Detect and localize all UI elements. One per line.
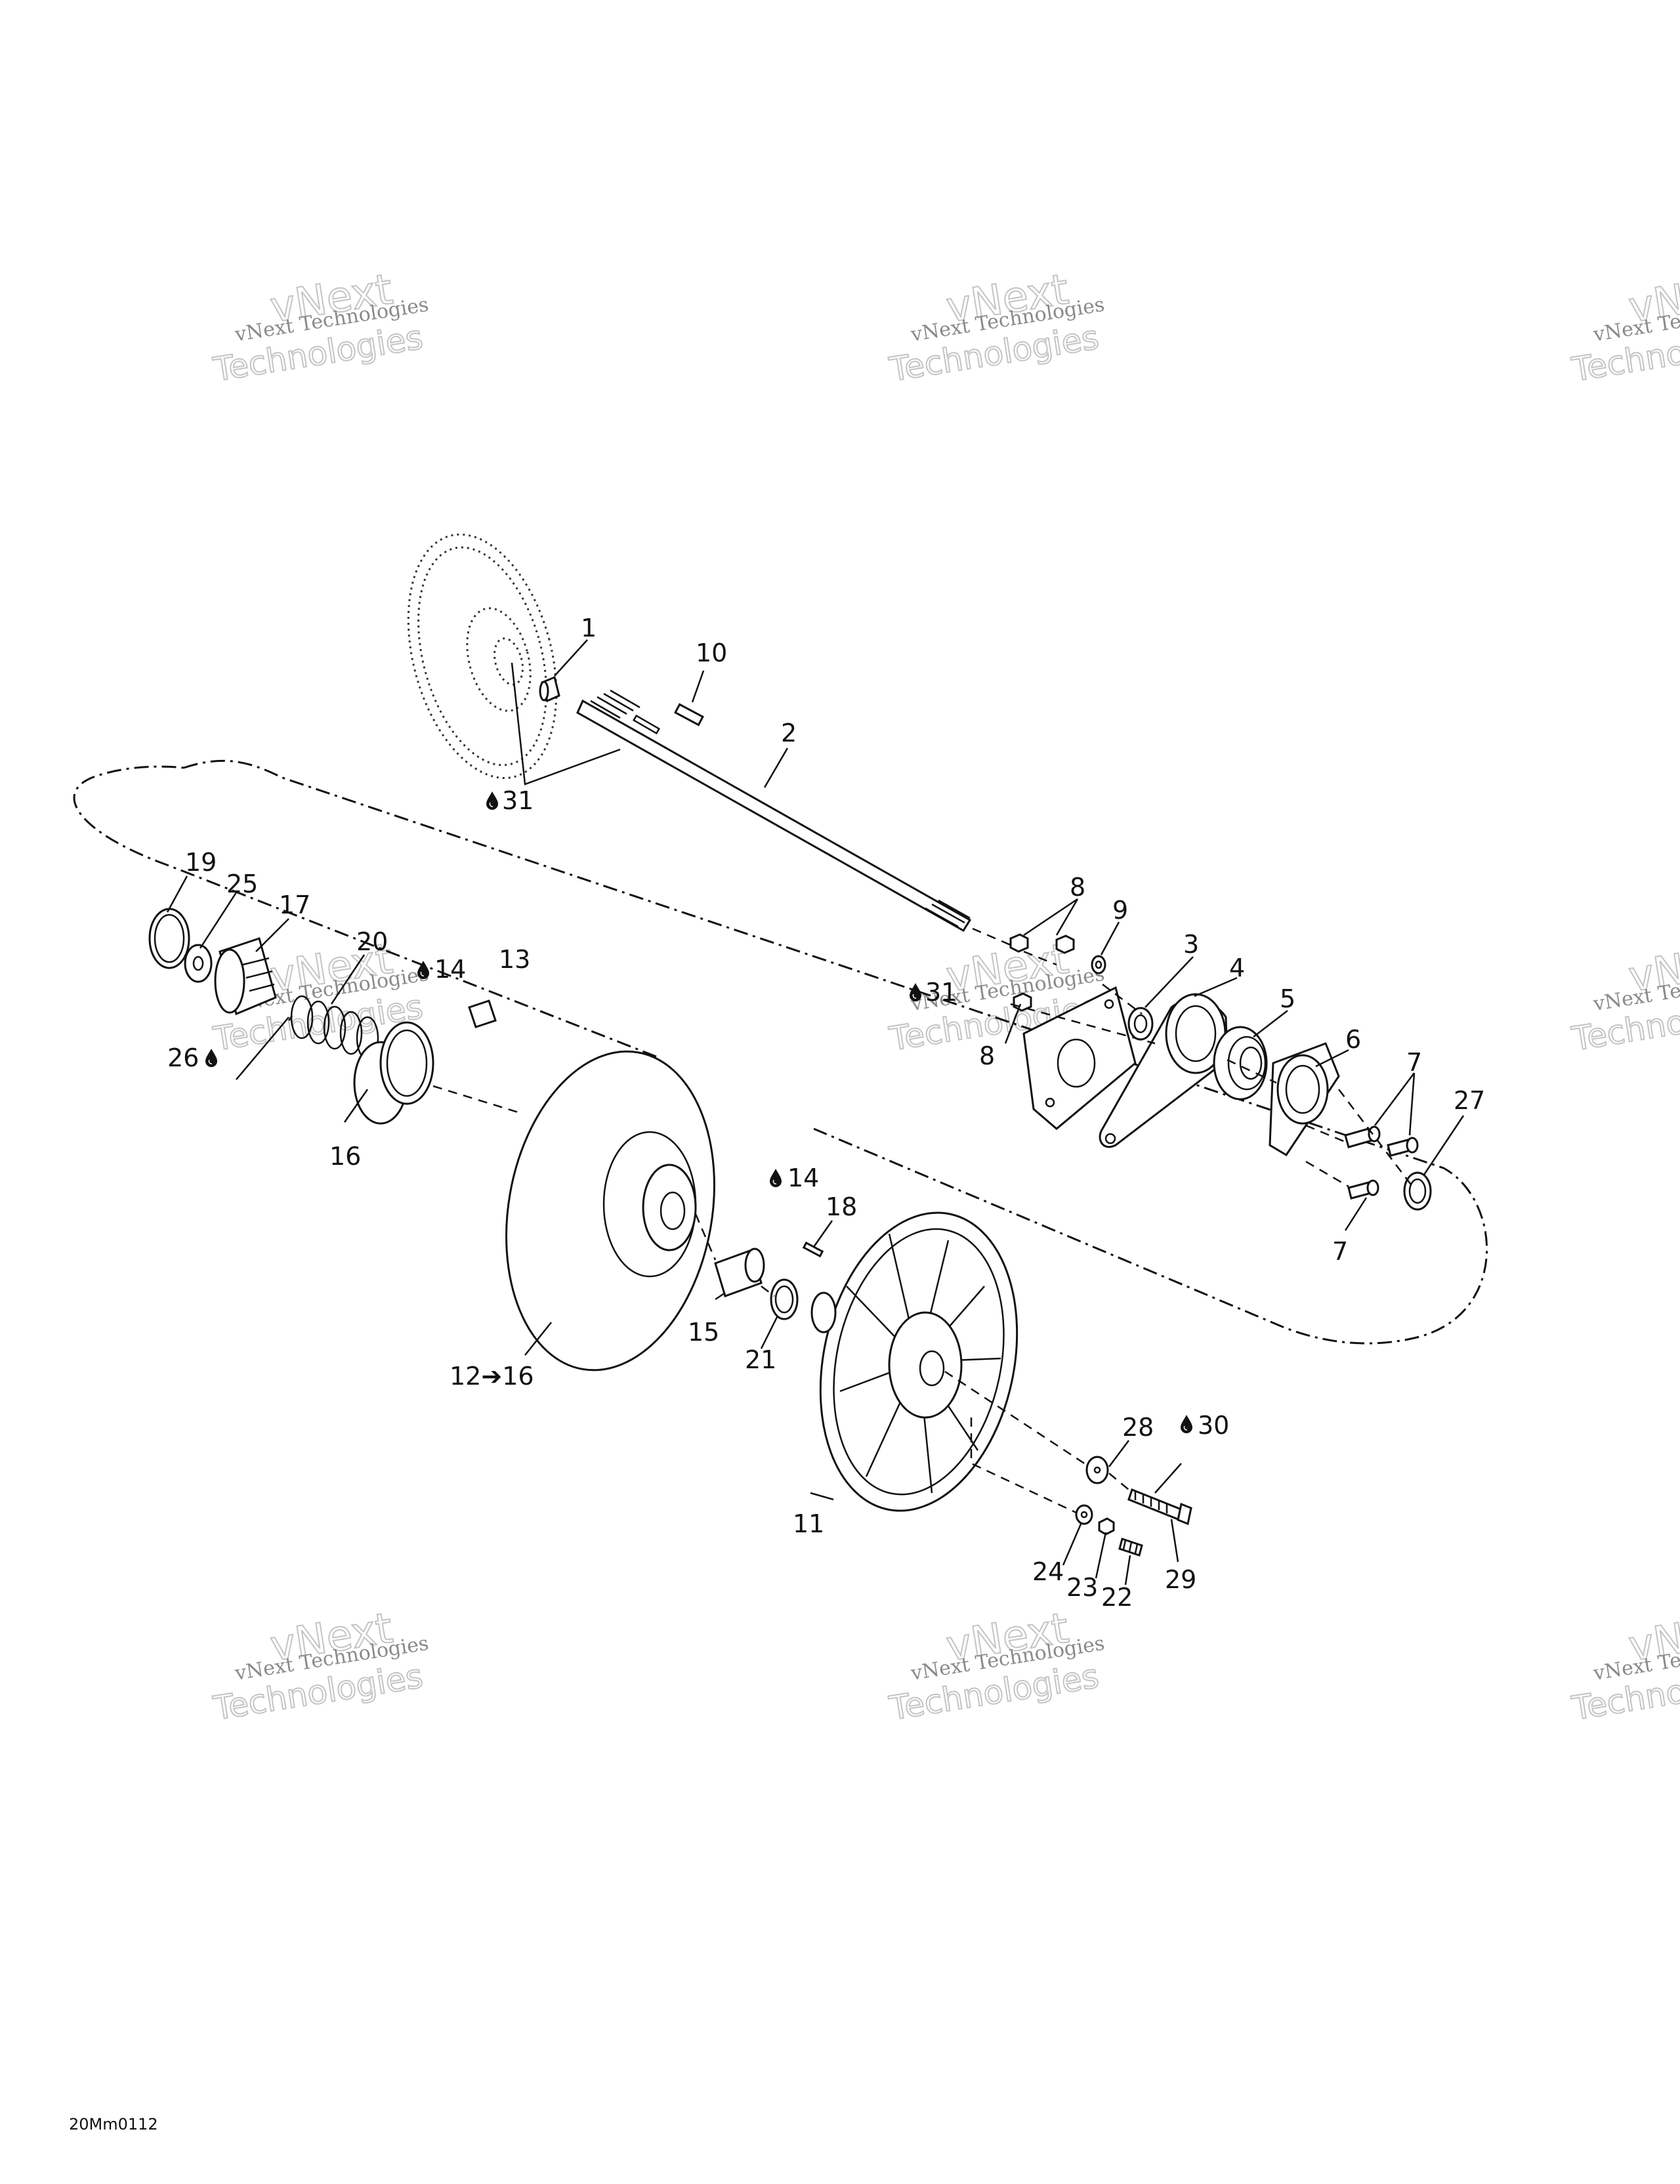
assembly-line-housing bbox=[1227, 1059, 1412, 1188]
cam-part-17 bbox=[214, 937, 277, 1016]
callout-18: 18 bbox=[826, 1192, 857, 1221]
callout-7: 7 bbox=[1332, 1237, 1348, 1266]
callout-13: 13 bbox=[499, 945, 530, 974]
assembly-line-shaft-bracket bbox=[972, 927, 1156, 1045]
callout-27: 27 bbox=[1454, 1086, 1485, 1115]
callout-21: 21 bbox=[745, 1345, 776, 1374]
washer-part-25 bbox=[184, 944, 213, 983]
callout-1: 1 bbox=[581, 614, 597, 642]
callout-22: 22 bbox=[1101, 1583, 1133, 1612]
callout-28: 28 bbox=[1122, 1413, 1154, 1442]
callout-2: 2 bbox=[781, 719, 797, 747]
callout-29: 29 bbox=[1165, 1565, 1196, 1594]
watermark-top-center: vNext vNext Technologies Technologies bbox=[886, 264, 1106, 389]
callout-31: 31 bbox=[502, 786, 534, 815]
callout-17: 17 bbox=[279, 891, 310, 919]
callout-11: 11 bbox=[793, 1509, 824, 1538]
retaining-ring-part-27 bbox=[1403, 1171, 1432, 1211]
bearing-part-5 bbox=[1213, 1026, 1268, 1101]
watermark-mid-right: vNext vNext Technologies Technologies bbox=[1568, 934, 1680, 1059]
washer-part-9 bbox=[1091, 955, 1106, 975]
nut-part-8b bbox=[1055, 934, 1075, 954]
oil-drop-icon bbox=[909, 982, 922, 1002]
assembly-line-bottom bbox=[944, 1370, 1129, 1514]
callout-19: 19 bbox=[185, 848, 217, 877]
gear-outline bbox=[407, 533, 558, 780]
setscrew-part-22 bbox=[1118, 1538, 1143, 1557]
watermark-top-right: vNext vNext Technologies Technologies bbox=[1568, 264, 1680, 389]
screw-part-7b bbox=[1387, 1137, 1419, 1157]
callout-8: 8 bbox=[979, 1041, 995, 1070]
leader-lines bbox=[166, 639, 1465, 1586]
callout-4: 4 bbox=[1229, 954, 1245, 982]
watermark-bottom-center: vNext vNext Technologies Technologies bbox=[886, 1603, 1106, 1728]
callout-12-16: 12➔16 bbox=[450, 1362, 534, 1391]
callout-26: 26 bbox=[167, 1043, 199, 1072]
watermark-bottom-right: vNext vNext Technologies Technologies bbox=[1568, 1603, 1680, 1728]
woodruff-key bbox=[674, 703, 704, 726]
callout-30: 30 bbox=[1198, 1411, 1229, 1440]
bolt-part-29 bbox=[1127, 1488, 1192, 1526]
callout-24: 24 bbox=[1032, 1557, 1064, 1586]
callout-9: 9 bbox=[1112, 896, 1128, 925]
slider-part-13 bbox=[468, 999, 497, 1028]
callout-10: 10 bbox=[696, 639, 727, 667]
callout-20: 20 bbox=[356, 927, 388, 956]
figure-code: 20Mm0112 bbox=[69, 2115, 158, 2133]
callout-5: 5 bbox=[1280, 984, 1295, 1013]
callout-7: 7 bbox=[1406, 1048, 1422, 1077]
callout-25: 25 bbox=[226, 870, 258, 898]
callout-3: 3 bbox=[1183, 930, 1199, 959]
oil-drop-icon bbox=[1180, 1414, 1193, 1434]
drive-shaft bbox=[576, 689, 972, 933]
callout-8: 8 bbox=[1070, 873, 1085, 902]
fixed-sheave-part-11 bbox=[810, 1211, 1018, 1512]
oil-drop-icon bbox=[205, 1048, 218, 1068]
callout-15: 15 bbox=[688, 1318, 719, 1347]
washer-part-21 bbox=[770, 1278, 799, 1320]
bushing-part-15 bbox=[714, 1248, 765, 1297]
bearing-housing-part-6 bbox=[1269, 1042, 1340, 1157]
assembly-line-left bbox=[287, 1015, 775, 1297]
washer-part-28 bbox=[1085, 1456, 1109, 1484]
circlip-part-19 bbox=[148, 908, 190, 969]
spring-part-20 bbox=[290, 995, 379, 1060]
callout-16: 16 bbox=[329, 1142, 361, 1171]
oil-drop-icon bbox=[486, 791, 499, 810]
oil-drop-icon bbox=[769, 1168, 782, 1188]
nut-part-8a bbox=[1009, 933, 1029, 953]
callout-31: 31 bbox=[925, 978, 957, 1007]
screw-part-7c bbox=[1347, 1179, 1379, 1200]
callout-23: 23 bbox=[1066, 1573, 1098, 1602]
nut-part-23 bbox=[1098, 1517, 1115, 1536]
watermark-bottom-left: vNext vNext Technologies Technologies bbox=[210, 1603, 430, 1728]
drive-belt-outline bbox=[73, 759, 1488, 1345]
flange-plate-part-4 bbox=[1099, 993, 1228, 1148]
seal-part-3 bbox=[1127, 1007, 1154, 1041]
callout-14: 14 bbox=[788, 1164, 819, 1192]
washer-part-24 bbox=[1075, 1504, 1093, 1525]
tapered-plug bbox=[539, 675, 560, 703]
watermark-top-left: vNext vNext Technologies Technologies bbox=[210, 264, 430, 389]
screw-part-7a bbox=[1344, 1125, 1381, 1148]
sliding-sheave bbox=[505, 1050, 715, 1372]
mounting-bracket bbox=[1022, 986, 1137, 1130]
pin-part-18 bbox=[802, 1241, 824, 1258]
ring-part-16 bbox=[353, 1021, 434, 1125]
callout-6: 6 bbox=[1345, 1025, 1361, 1054]
callout-14: 14 bbox=[434, 955, 466, 984]
